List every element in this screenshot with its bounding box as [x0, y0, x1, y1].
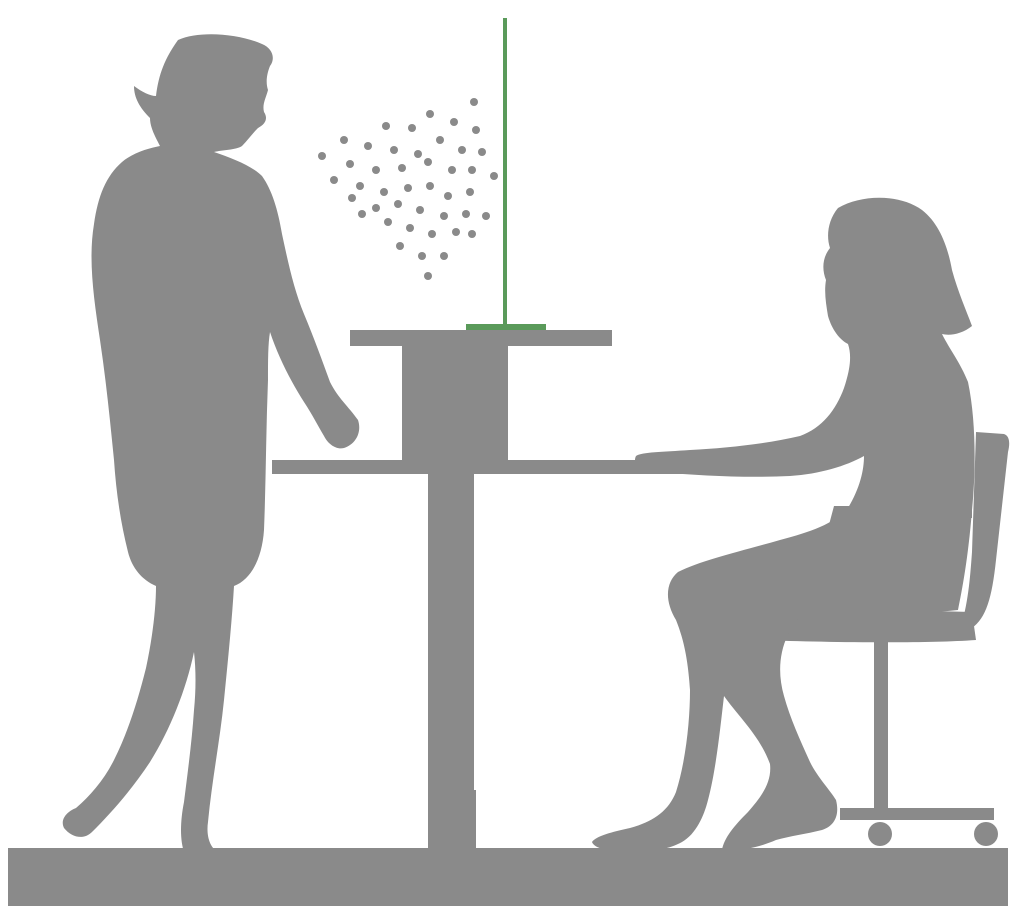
desk-counter-top	[350, 330, 612, 346]
droplet-particle	[348, 194, 356, 202]
droplet-particle	[408, 124, 416, 132]
desk-work-surface	[272, 460, 696, 474]
droplet-particle	[358, 210, 366, 218]
droplet-particle	[372, 166, 380, 174]
floor	[8, 848, 1008, 906]
droplet-particle	[340, 136, 348, 144]
droplet-particle	[404, 184, 412, 192]
droplet-particle	[478, 148, 486, 156]
droplet-particle	[356, 182, 364, 190]
desk-counter-block	[402, 346, 508, 462]
droplet-particle	[406, 224, 414, 232]
protective-screen	[466, 18, 546, 330]
screen-base	[466, 324, 546, 330]
standing-woman-silhouette	[63, 34, 359, 852]
droplet-particle	[418, 252, 426, 260]
droplet-particle	[466, 188, 474, 196]
chair-wheel-left	[868, 822, 892, 846]
droplet-particle	[462, 210, 470, 218]
droplet-particle	[440, 212, 448, 220]
droplet-particle	[452, 228, 460, 236]
droplet-particle	[450, 118, 458, 126]
droplet-particle	[380, 188, 388, 196]
droplet-particle	[414, 150, 422, 158]
droplet-particle	[482, 212, 490, 220]
droplet-particle	[470, 98, 478, 106]
droplet-particle	[428, 230, 436, 238]
desk-leg-foot	[444, 800, 476, 850]
droplet-particle	[472, 126, 480, 134]
droplet-particle	[396, 242, 404, 250]
droplet-particle	[372, 204, 380, 212]
droplet-particle	[330, 176, 338, 184]
seated-woman-silhouette	[592, 198, 975, 852]
droplet-particle	[448, 166, 456, 174]
droplet-particle	[424, 272, 432, 280]
droplet-particle	[444, 192, 452, 200]
droplet-particle	[384, 218, 392, 226]
screen-panel	[503, 18, 507, 330]
droplet-particle	[458, 146, 466, 154]
droplet-particle	[394, 200, 402, 208]
chair-wheel-right	[974, 822, 998, 846]
chair-post	[874, 640, 888, 810]
droplet-particle	[468, 166, 476, 174]
droplet-particle	[318, 152, 326, 160]
droplet-particle	[416, 206, 424, 214]
droplet-particle	[426, 182, 434, 190]
droplet-particle	[440, 252, 448, 260]
droplet-particle	[346, 160, 354, 168]
chair-base	[840, 808, 994, 820]
droplet-particle	[364, 142, 372, 150]
droplet-particle	[424, 158, 432, 166]
droplet-particles	[318, 98, 498, 280]
droplet-particle	[468, 230, 476, 238]
droplet-particle	[382, 122, 390, 130]
droplet-particle	[398, 164, 406, 172]
droplet-particle	[436, 136, 444, 144]
droplet-particle	[490, 172, 498, 180]
droplet-particle	[426, 110, 434, 118]
droplet-particle	[390, 146, 398, 154]
